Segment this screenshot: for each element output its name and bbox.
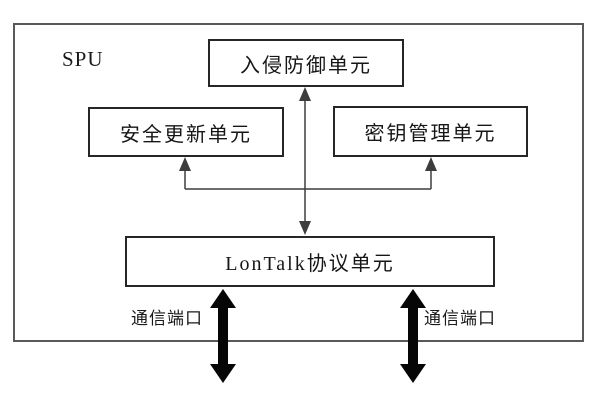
arrowhead-up-into-update-icon bbox=[179, 157, 191, 171]
node-security-update-unit: 安全更新单元 bbox=[88, 107, 284, 157]
node-lontalk-protocol-label: LonTalk协议单元 bbox=[225, 253, 395, 275]
node-lontalk-protocol-unit: LonTalk协议单元 bbox=[125, 236, 495, 287]
node-security-update-label: 安全更新单元 bbox=[120, 123, 252, 146]
arrowhead-up-into-key-icon bbox=[425, 157, 437, 171]
node-intrusion-prevention-unit: 入侵防御单元 bbox=[208, 39, 404, 87]
spu-title-label: SPU bbox=[62, 47, 104, 71]
arrowhead-up-into-intrusion-icon bbox=[299, 87, 311, 101]
comm-port-label-left: 通信端口 bbox=[131, 309, 203, 328]
comm-port-arrow-left-icon bbox=[210, 289, 236, 383]
comm-port-arrow-right-icon bbox=[400, 289, 426, 383]
node-key-management-label: 密钥管理单元 bbox=[364, 123, 497, 145]
node-intrusion-prevention-label: 入侵防御单元 bbox=[240, 54, 372, 77]
arrowhead-down-into-lontalk-icon bbox=[299, 221, 311, 235]
node-key-management-unit: 密钥管理单元 bbox=[333, 106, 528, 157]
comm-port-label-right: 通信端口 bbox=[424, 309, 496, 328]
